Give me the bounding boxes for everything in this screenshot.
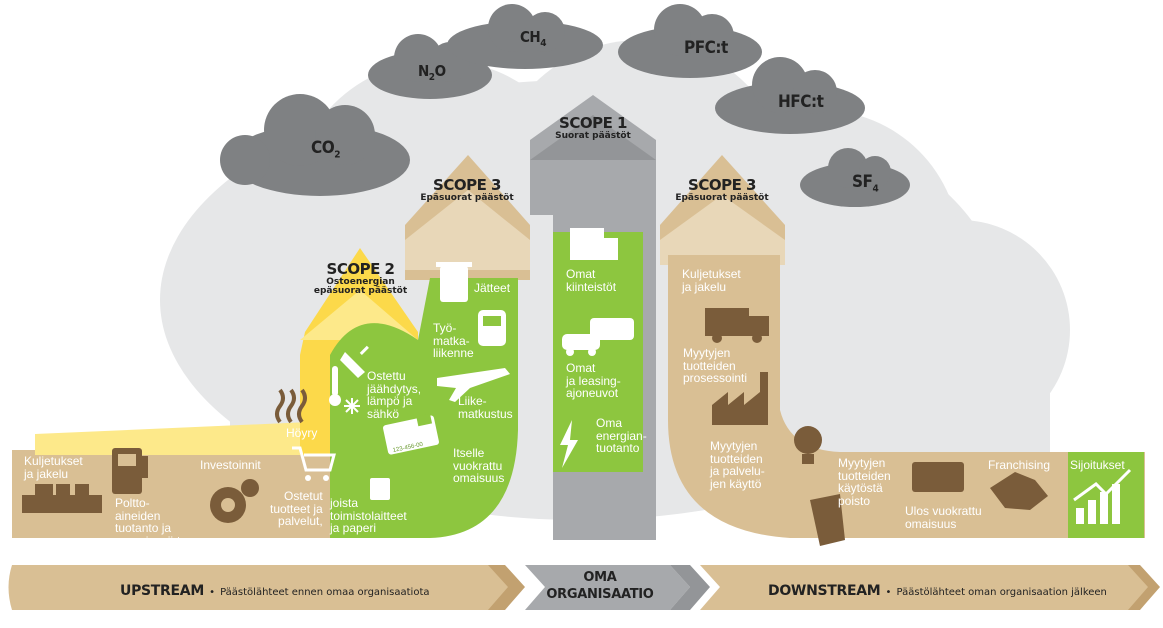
ch4-cloud bbox=[447, 4, 603, 69]
thermometer-icon bbox=[329, 366, 341, 406]
plug-icon bbox=[340, 345, 369, 378]
label-own-energy: Oma energian- tuotanto bbox=[596, 416, 647, 456]
car-icon bbox=[562, 334, 600, 356]
n2o-cloud bbox=[368, 34, 492, 99]
label-vehicles: Omat ja leasing- ajoneuvot bbox=[566, 361, 621, 401]
label-investments-down: Sijoitukset bbox=[1070, 458, 1125, 472]
label-downstream-transport: Kuljetukset ja jakelu bbox=[682, 267, 741, 294]
label-waste: Jätteet bbox=[474, 281, 511, 295]
gas-label-sf4: SF4 bbox=[852, 172, 879, 195]
airplane-icon bbox=[437, 368, 510, 402]
timeline-org bbox=[525, 565, 690, 610]
label-purchased: Ostetut tuotteet ja palvelut, bbox=[270, 489, 323, 529]
scope1-icons bbox=[560, 228, 634, 468]
timeline-downstream bbox=[700, 565, 1150, 610]
gear-icon bbox=[210, 479, 259, 523]
label-bought-energy: Ostettu jäähdytys, lämpö ja sähkö bbox=[367, 369, 422, 421]
factory-icon bbox=[712, 372, 768, 425]
hfc-cloud bbox=[715, 57, 865, 134]
truck-icon bbox=[705, 308, 769, 343]
co2-cloud bbox=[220, 94, 410, 196]
label-eol: Myytyjen tuotteiden käytöstä poisto bbox=[838, 456, 891, 508]
green-icons bbox=[329, 262, 510, 500]
office-device-icon bbox=[370, 478, 390, 500]
downstream-icons bbox=[705, 308, 1048, 546]
tram-icon bbox=[478, 310, 506, 346]
label-leased-in: Itselle vuokrattu omaisuus bbox=[453, 446, 505, 486]
timeline-upstream bbox=[8, 565, 510, 610]
label-office: joista toimistolaitteet ja paperi bbox=[330, 496, 407, 536]
label-travel: Liike- matkustus bbox=[458, 394, 513, 421]
trash-can-icon bbox=[810, 494, 845, 546]
gas-label-co2: CO2 bbox=[311, 138, 340, 161]
timeline-org-label: OMA ORGANISAATIO bbox=[546, 570, 654, 602]
gas-label-pfc: PFC:t bbox=[684, 38, 728, 58]
timeline-upstream-label: UPSTREAM • Päästölähteet ennen omaa orga… bbox=[120, 583, 430, 599]
upstream-icons bbox=[22, 388, 307, 523]
gas-label-n2o: N2O bbox=[418, 62, 446, 83]
building-icon bbox=[570, 228, 618, 260]
downstream-region bbox=[668, 255, 1145, 538]
label-processing: Myytyjen tuotteiden prosessointi bbox=[683, 346, 748, 386]
ship-icon bbox=[22, 484, 102, 513]
lightning-icon bbox=[560, 420, 578, 468]
label-investments-up: Investoinnit bbox=[200, 458, 261, 472]
green-left-region bbox=[330, 278, 518, 538]
card-down-icon bbox=[912, 462, 964, 492]
sf4-cloud bbox=[800, 148, 910, 207]
label-upstream-transport: Kuljetukset ja jakelu bbox=[24, 454, 83, 481]
label-buildings: Omat kiinteistöt bbox=[566, 267, 617, 294]
pfc-cloud bbox=[618, 4, 762, 78]
label-commute: Työ- matka- liikenne bbox=[433, 321, 474, 361]
label-leased-out: Ulos vuokrattu omaisuus bbox=[905, 504, 982, 531]
van-icon bbox=[590, 318, 634, 340]
cart-icon bbox=[292, 446, 336, 481]
steam-band bbox=[35, 421, 345, 455]
label-steam: Höyry bbox=[286, 426, 318, 440]
label-franchising: Franchising bbox=[988, 458, 1051, 472]
gas-clouds bbox=[220, 4, 910, 207]
label-use: Myytyjen tuotteiden ja palvelu- jen käyt… bbox=[710, 439, 765, 491]
snowflake-icon bbox=[344, 398, 360, 414]
handshake-icon bbox=[990, 472, 1048, 510]
growth-chart-icon bbox=[1073, 468, 1132, 524]
fuel-pump-icon bbox=[112, 448, 148, 494]
recycle-bin-icon bbox=[436, 262, 472, 302]
gas-label-hfc: HFC:t bbox=[778, 92, 824, 112]
gas-label-ch4: CH4 bbox=[520, 28, 546, 49]
label-fuels: Poltto- aineiden tuotanto ja energiansii… bbox=[115, 496, 188, 548]
steam-icon bbox=[275, 388, 307, 424]
timeline-downstream-label: DOWNSTREAM • Päästölähteet oman organisa… bbox=[768, 583, 1107, 599]
lightbulb-icon bbox=[794, 426, 822, 464]
upstream-bar bbox=[12, 450, 330, 538]
card-icon bbox=[383, 413, 439, 455]
